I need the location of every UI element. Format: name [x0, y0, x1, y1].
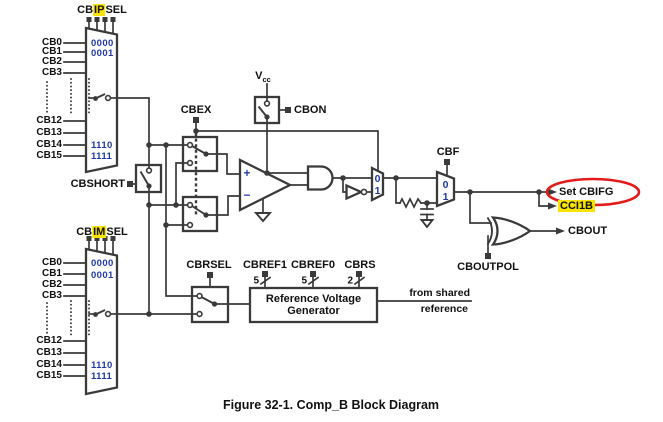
vcc-label: Vcc — [255, 70, 271, 84]
neg-input-mux-shape — [84, 247, 119, 396]
cbimsel-highlight: IM — [92, 226, 107, 238]
pos-input-mux-shape — [84, 26, 119, 174]
cbrs-bus-width: 2 — [347, 275, 353, 287]
wires — [63, 21, 557, 377]
switch-contacts — [104, 94, 271, 318]
cbimsel-suffix: SEL — [106, 226, 128, 238]
cbrsel-label: CBRSEL — [186, 259, 232, 271]
neg-input-label: CB13 — [36, 347, 62, 358]
shared-ref-label-line2: reference — [420, 303, 468, 315]
neg-input-label: CB2 — [41, 279, 62, 290]
filter-ground-icon — [419, 219, 435, 229]
neg-input-label: CB0 — [41, 257, 62, 268]
cbf-mux-port-0: 0 — [442, 178, 449, 191]
cbon-label: CBON — [294, 104, 327, 116]
cbf-filter-mux — [435, 170, 456, 208]
reference-voltage-generator-box — [248, 286, 379, 324]
neg-input-label: CB15 — [36, 370, 62, 381]
cbimsel-prefix: CB — [76, 226, 93, 238]
and-gate — [306, 165, 334, 191]
cbref0-bus-width: 5 — [301, 275, 307, 287]
control-terminals — [86, 17, 491, 278]
pos-mux-code: 1110 — [91, 139, 113, 151]
cbf-mux-port-1: 1 — [442, 190, 449, 203]
pos-input-label: CB3 — [41, 67, 62, 78]
cci1b-highlight: CCI1B — [558, 200, 596, 212]
pos-input-label: CB2 — [41, 56, 62, 67]
output-mux-port-0: 0 — [374, 173, 381, 185]
neg-mux-code: 1110 — [91, 359, 113, 371]
output-mux-port-1: 1 — [374, 184, 381, 197]
output-arrows — [548, 188, 565, 235]
inverter-gate — [345, 183, 368, 201]
junction-dots — [93, 96, 542, 317]
pos-input-label: CB1 — [41, 46, 62, 57]
cbipsel-prefix: CB — [77, 4, 94, 16]
ref-gen-title-line1: Reference Voltage — [265, 293, 362, 305]
cci1b-label: CCI1B — [558, 200, 596, 212]
set-cbifg-label: Set CBIFG — [559, 186, 614, 198]
cbipsel-highlight: IP — [93, 4, 106, 16]
neg-mux-code: 0000 — [91, 257, 114, 269]
neg-input-label: CB1 — [41, 268, 62, 279]
neg-mux-code: 1111 — [91, 370, 113, 382]
pos-mux-code: 1111 — [91, 150, 113, 162]
neg-mux-code: 0001 — [91, 269, 114, 281]
shared-ref-label-line1: from shared — [409, 287, 470, 299]
cbipsel-suffix: SEL — [105, 4, 127, 16]
pos-mux-code: 0001 — [91, 47, 114, 59]
pos-mux-code: 0000 — [91, 37, 114, 49]
cbrs-label: CBRS — [344, 259, 376, 271]
cbref1-bus-width: 5 — [253, 275, 259, 287]
xor-gate — [486, 216, 532, 246]
pos-input-label: CB12 — [36, 115, 62, 126]
pos-input-label: CB0 — [41, 37, 62, 48]
figure-caption: Figure 32-1. Comp_B Block Diagram — [222, 398, 440, 412]
cbout-label: CBOUT — [568, 225, 608, 237]
pos-input-label: CB13 — [36, 127, 62, 138]
pos-input-label: CB15 — [36, 150, 62, 161]
cbref0-label: CBREF0 — [290, 259, 336, 271]
ref-gen-title-line2: Generator — [287, 305, 340, 317]
cboutpol-label: CBOUTPOL — [457, 261, 519, 273]
ellipsis-dots — [46, 78, 90, 337]
neg-input-label: CB14 — [36, 359, 62, 370]
cbref1-label: CBREF1 — [242, 259, 288, 271]
comparator-minus-sign: − — [243, 190, 251, 202]
comparator-plus-sign: + — [243, 168, 251, 180]
cbf-label: CBF — [436, 146, 460, 158]
pos-input-label: CB14 — [36, 139, 62, 150]
output-select-mux — [370, 166, 385, 202]
vcc-main: V — [255, 69, 263, 82]
comparator-ground-icon — [253, 212, 273, 223]
vcc-sub: cc — [262, 75, 271, 85]
cbex-label: CBEX — [180, 104, 212, 116]
neg-input-label: CB12 — [36, 335, 62, 346]
cbshort-label: CBSHORT — [70, 178, 125, 190]
neg-input-label: CB3 — [41, 290, 62, 301]
